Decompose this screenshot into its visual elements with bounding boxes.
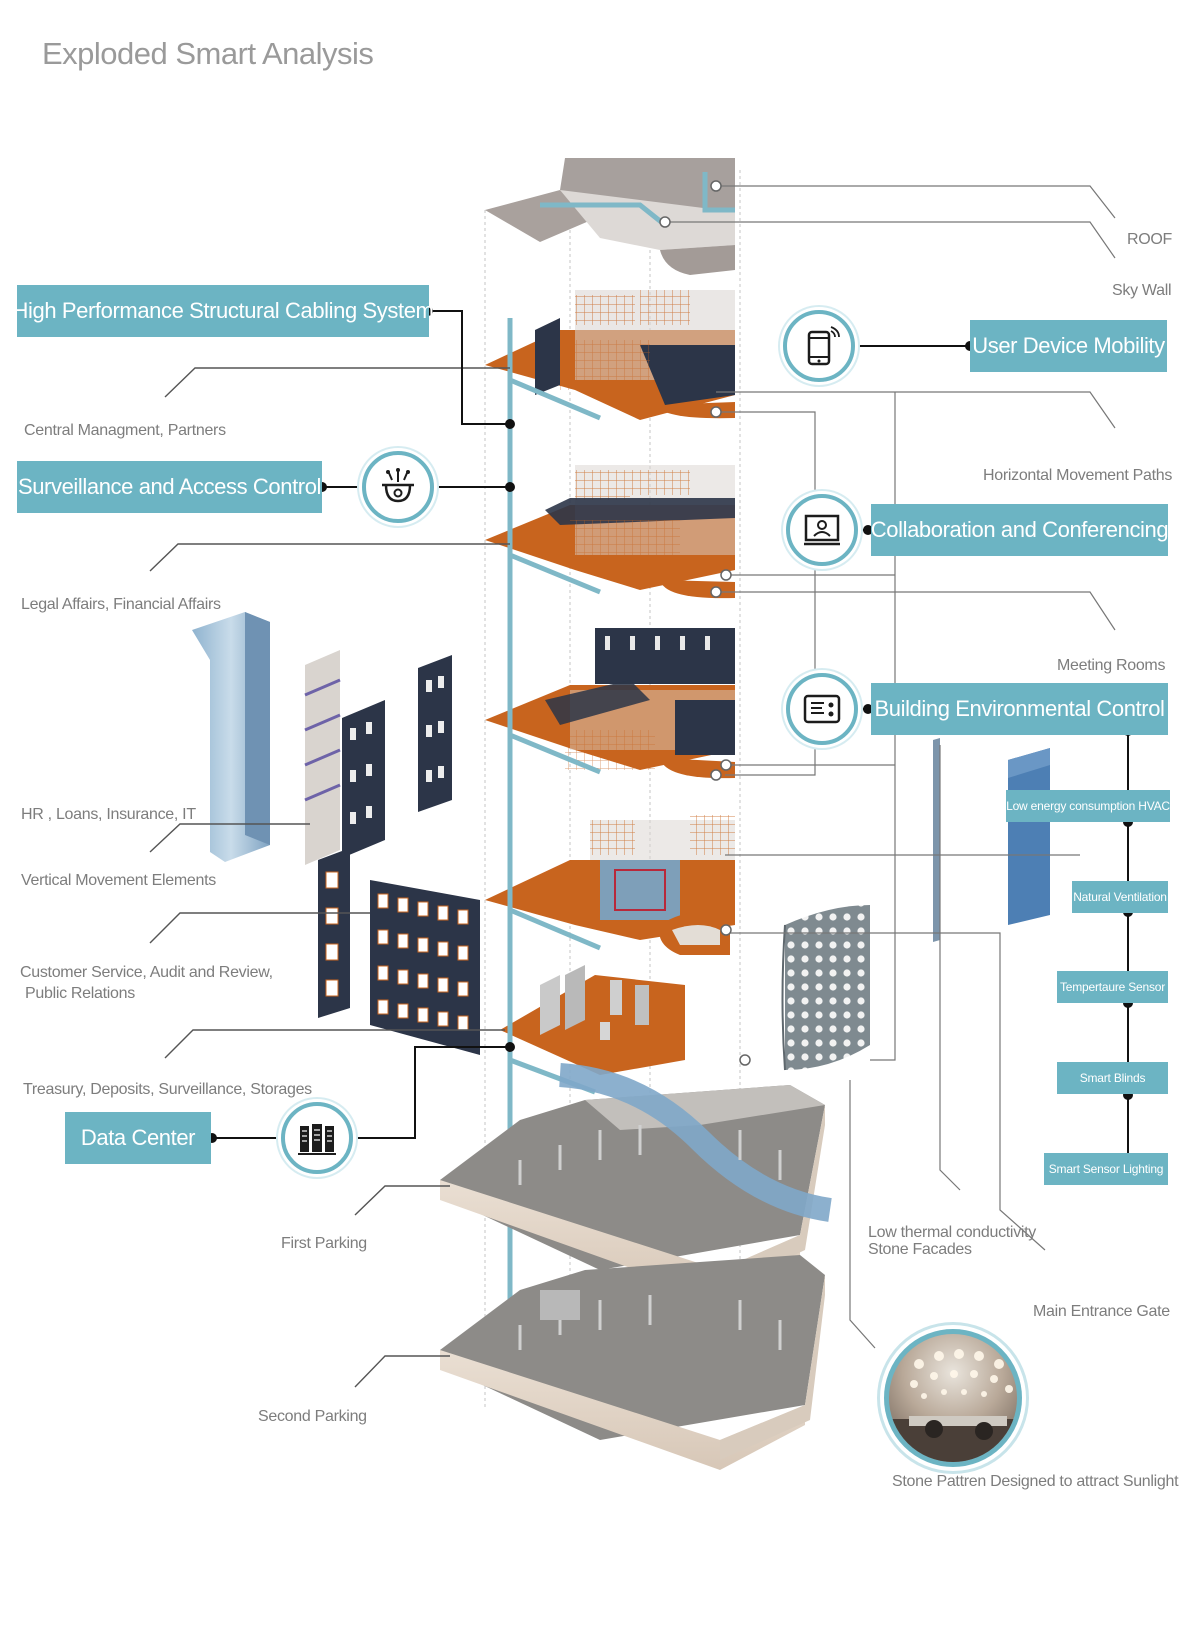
floor-legal-financial xyxy=(485,465,735,599)
perforated-stone-cylinder xyxy=(781,905,870,1071)
floor-treasury xyxy=(500,965,685,1075)
right-leader-lines xyxy=(665,185,1116,1349)
vertical-elements xyxy=(192,612,480,1055)
server-rack-icon-glyph xyxy=(298,1124,336,1155)
label-central-management: Central Managment, Partners xyxy=(24,422,226,439)
label-main-entrance-gate: Main Entrance Gate xyxy=(1033,1303,1170,1320)
video-conference-icon xyxy=(786,494,858,566)
system-surveillance-box: Surveillance and Access Control xyxy=(17,461,322,513)
floor-central-management xyxy=(485,290,735,420)
system-collaboration-box: Collaboration and Conferencing xyxy=(871,504,1169,556)
env-item-smart-blinds: Smart Blinds xyxy=(1057,1062,1168,1094)
env-item-temperature-sensor: Tempertaure Sensor xyxy=(1057,971,1168,1003)
env-item-smart-sensor-lighting: Smart Sensor Lighting xyxy=(1044,1153,1168,1185)
system-environment-box: Building Environmental Control xyxy=(871,683,1168,735)
server-rack-icon xyxy=(281,1102,353,1174)
roof-level xyxy=(485,158,735,275)
label-treasury: Treasury, Deposits, Surveillance, Storag… xyxy=(23,1081,312,1098)
label-customer-service-line2: Public Relations xyxy=(25,985,135,1002)
video-conference-icon-glyph xyxy=(804,514,840,546)
label-first-parking: First Parking xyxy=(281,1235,367,1252)
label-second-parking: Second Parking xyxy=(258,1408,367,1425)
parking-first xyxy=(440,1063,832,1300)
anchor-rings xyxy=(659,180,751,1066)
stone-facade-panels xyxy=(933,738,1050,942)
smartphone-icon xyxy=(783,310,855,382)
env-item-hvac: Low energy consumption HVAC xyxy=(1006,790,1170,822)
smartphone-icon-glyph xyxy=(807,326,840,366)
label-meeting-rooms: Meeting Rooms xyxy=(1057,657,1166,674)
control-panel-icon-glyph xyxy=(803,694,841,724)
floor-hr-loans xyxy=(485,628,735,779)
env-item-natural-ventilation: Natural Ventilation xyxy=(1072,881,1168,913)
label-horizontal-movement: Horizontal Movement Paths xyxy=(983,467,1173,484)
label-customer-service: Customer Service, Audit and Review, Publ… xyxy=(20,962,273,1004)
label-stone-facades: Low thermal conductivity Stone Facades xyxy=(868,1224,1036,1258)
system-cabling-box: High Performance Structural Cabling Syst… xyxy=(13,285,434,337)
security-camera-icon xyxy=(362,451,434,523)
system-mobility-box: User Device Mobility xyxy=(970,320,1167,372)
interior-photo-circle xyxy=(884,1329,1022,1467)
label-legal-financial: Legal Affairs, Financial Affairs xyxy=(21,596,221,613)
page-title: Exploded Smart Analysis xyxy=(42,36,374,71)
label-hr-loans: HR , Loans, Insurance, IT xyxy=(21,806,196,823)
label-stone-facades-line2: Stone Facades xyxy=(868,1241,972,1258)
parking-second xyxy=(440,1255,825,1470)
control-panel-icon xyxy=(786,673,858,745)
label-stone-facades-line1: Low thermal conductivity xyxy=(868,1224,1036,1241)
floor-customer-service xyxy=(485,815,735,955)
security-camera-icon-glyph xyxy=(382,468,414,503)
label-vertical-movement: Vertical Movement Elements xyxy=(21,872,216,889)
left-leader-lines xyxy=(149,367,510,1388)
label-customer-service-line1: Customer Service, Audit and Review, xyxy=(20,964,273,981)
label-sky-wall: Sky Wall xyxy=(1112,282,1172,299)
label-roof: ROOF xyxy=(1127,231,1173,248)
system-data-center-box: Data Center xyxy=(65,1112,211,1164)
label-stone-pattern: Stone Pattren Designed to attract Sunlig… xyxy=(892,1473,1179,1490)
